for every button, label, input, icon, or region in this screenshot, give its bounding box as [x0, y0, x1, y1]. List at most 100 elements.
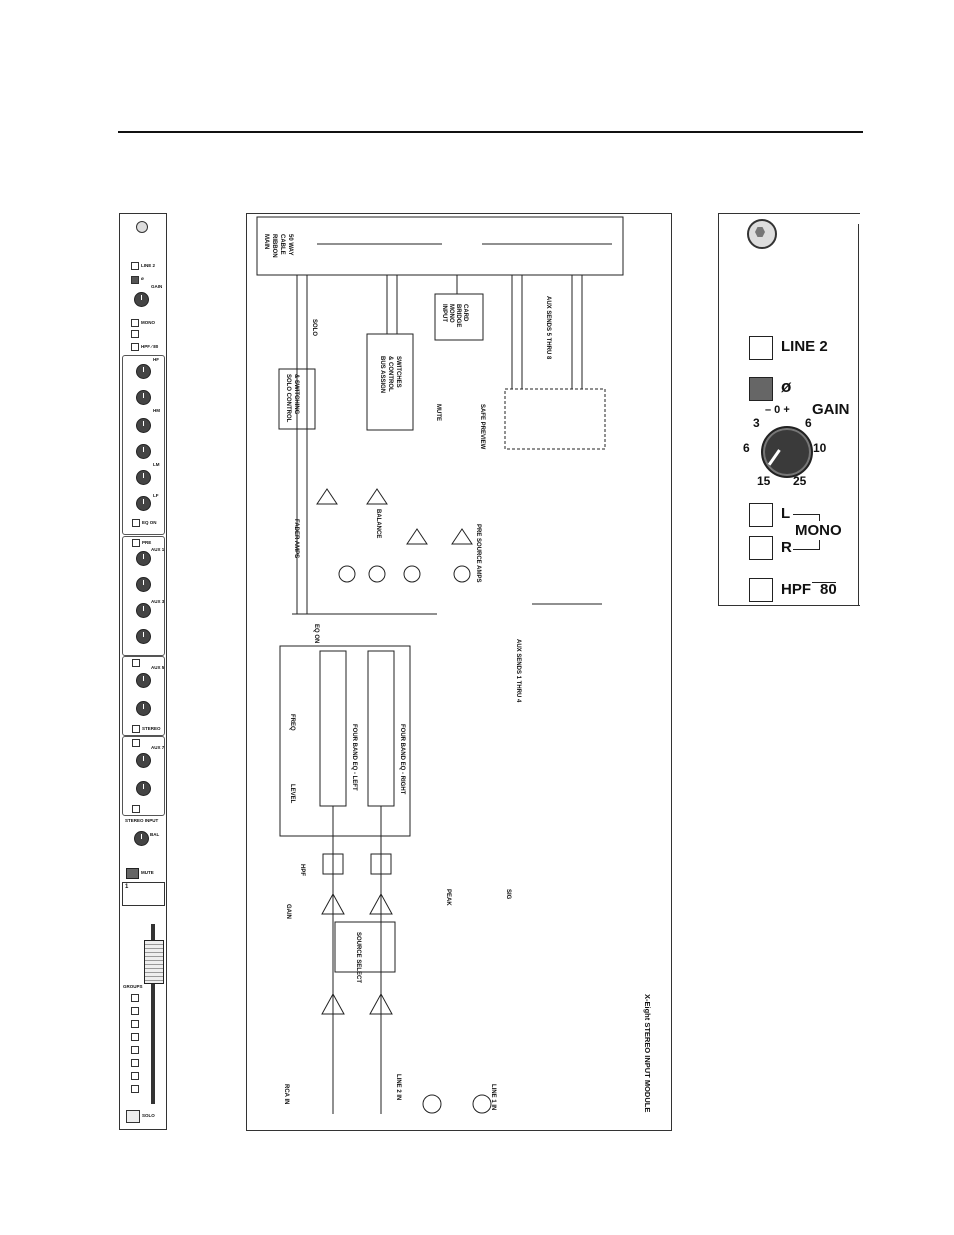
pre-source-r [453, 565, 471, 583]
line2-button[interactable] [749, 336, 773, 360]
input-card-label-3: BRIDGE [455, 304, 461, 327]
peak-label: PEAK [445, 889, 451, 906]
hpf-button[interactable] [131, 343, 139, 351]
gain-scale-3: 3 [753, 416, 760, 430]
aux8-knob[interactable] [136, 781, 151, 796]
hpf-label: HPF ⁄ 80 [141, 344, 159, 349]
eq-on-button[interactable] [132, 519, 140, 527]
phase-button[interactable] [131, 276, 139, 284]
line2-button[interactable] [131, 262, 139, 270]
gain-knob[interactable] [761, 426, 813, 478]
source-select-label: SOURCE SELECT [355, 932, 361, 983]
aux1-knob[interactable] [136, 551, 151, 566]
channel-fader[interactable] [144, 940, 164, 984]
aux3-knob[interactable] [136, 603, 151, 618]
scribble-strip[interactable]: 1 [122, 882, 165, 906]
stereo-input-label: STEREO INPUT [125, 818, 159, 823]
group-2-button[interactable] [131, 1007, 139, 1015]
eq-left-box [319, 650, 347, 807]
gain-label: GAIN [285, 904, 291, 919]
group-5-button[interactable] [131, 1046, 139, 1054]
hpf-rolloff-icon [812, 582, 836, 597]
pre-5-6-button[interactable] [132, 659, 140, 667]
screw-icon [136, 221, 148, 233]
aux-5-8-box [504, 388, 606, 450]
l-mono-button[interactable] [749, 503, 773, 527]
mute-button[interactable] [126, 868, 139, 879]
solo-control-label-2: & SWITCHING [293, 374, 299, 415]
group-7-button[interactable] [131, 1072, 139, 1080]
ribbon-label: MAIN [263, 234, 269, 249]
eq-hm-knob[interactable] [136, 418, 151, 433]
eq-on-label: EQ ON [142, 520, 157, 525]
gain-scale-15: 15 [757, 474, 771, 488]
r-mono-button[interactable] [749, 536, 773, 560]
group-4-button[interactable] [131, 1033, 139, 1041]
stereo-button[interactable] [132, 725, 140, 733]
line-2-in-label: LINE 2 IN [395, 1074, 401, 1100]
line2-label: LINE 2 [781, 338, 828, 355]
group-6-button[interactable] [131, 1059, 139, 1067]
eq-hm-label: HM [153, 408, 160, 413]
aux2-knob[interactable] [136, 577, 151, 592]
pre-source-l [403, 565, 421, 583]
r-label: R [781, 539, 792, 556]
phase-label: ø [141, 276, 144, 281]
gain-knob[interactable] [134, 292, 149, 307]
eq-hm-freq-knob[interactable] [136, 444, 151, 459]
line-1-in-label: LINE 1 IN [490, 1084, 496, 1110]
aux-5-8-label: AUX SENDS 5 THRU 8 [545, 296, 551, 360]
r-mono-button[interactable] [131, 330, 139, 338]
pre-button[interactable] [132, 539, 140, 547]
panel-edge [858, 224, 859, 605]
aux-7-8-section: AUX 7 [122, 736, 165, 816]
aux4-knob[interactable] [136, 629, 151, 644]
eq-hf-freq-knob[interactable] [136, 390, 151, 405]
hpf-button[interactable] [749, 578, 773, 602]
mono-bracket-bottom [793, 540, 820, 550]
eq-hf-knob[interactable] [136, 364, 151, 379]
eq-lm-knob[interactable] [136, 470, 151, 485]
solo-button[interactable] [126, 1110, 140, 1123]
channel-strip: LINE 2 ø GAIN MONO HPF ⁄ 80 HF HM LM LF … [119, 213, 167, 1130]
gain-scale-10: 10 [813, 441, 827, 455]
gain-scale-center: – 0 + [765, 404, 790, 416]
aux7-knob[interactable] [136, 753, 151, 768]
stereo-7-8-button[interactable] [132, 805, 140, 813]
fader-r [368, 565, 386, 583]
block-diagram-svg: MAIN RIBBON CABLE 50 WAY SOLO CONTROL & … [256, 216, 652, 1114]
balance-knob[interactable] [134, 831, 149, 846]
mono-label: MONO [141, 320, 155, 325]
aux5-knob[interactable] [136, 673, 151, 688]
aux-1-4-section: PRE AUX 1 AUX 3 [122, 536, 165, 656]
eq-right-label: FOUR BAND EQ - RIGHT [399, 724, 405, 795]
hpf-r-box [370, 853, 392, 875]
gain-scale-25: 25 [793, 474, 807, 488]
l-mono-button[interactable] [131, 319, 139, 327]
ribbon-label-2: RIBBON [271, 234, 277, 258]
eq-outer-box [279, 645, 411, 837]
group-1-button[interactable] [131, 994, 139, 1002]
gain-scale-6r: 6 [805, 416, 812, 430]
group-3-button[interactable] [131, 1020, 139, 1028]
group-8-button[interactable] [131, 1085, 139, 1093]
fader-l [338, 565, 356, 583]
eq-lf-knob[interactable] [136, 496, 151, 511]
pre-source-amp-r [451, 528, 473, 545]
hpf-freq-label: 80 [820, 581, 837, 598]
aux3-label: AUX 3 [151, 599, 165, 604]
aux6-knob[interactable] [136, 701, 151, 716]
phase-button[interactable] [749, 377, 773, 401]
fader-track [151, 924, 155, 1104]
level-label: LEVEL [289, 784, 295, 804]
pre-label: PRE [142, 540, 152, 545]
ribbon-box [256, 216, 624, 276]
mute-label: MUTE [141, 870, 154, 875]
source-select-box [334, 921, 396, 973]
groups-label: GROUPS [123, 984, 143, 989]
pre-7-8-button[interactable] [132, 739, 140, 747]
eq-on-label: EQ ON [313, 624, 319, 643]
hpf-l-box [322, 853, 344, 875]
gain-scale-6l: 6 [743, 441, 750, 455]
top-rule [118, 131, 863, 133]
